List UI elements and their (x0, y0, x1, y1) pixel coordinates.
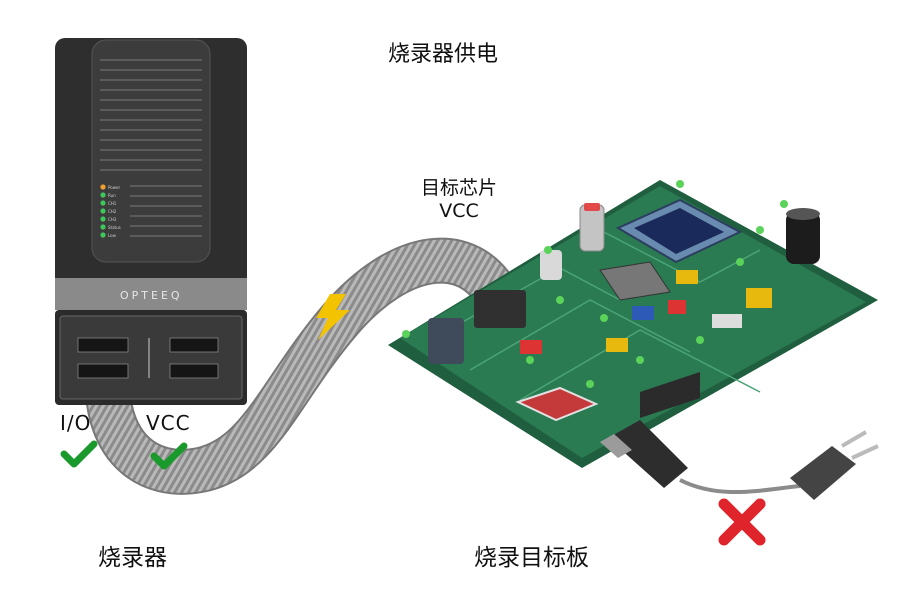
led-label-ch2: CH2 (108, 209, 117, 214)
led-label-low: Low (108, 233, 117, 238)
led-label-power: Power (108, 185, 120, 190)
power-cross-icon (718, 498, 766, 546)
led-label-ch3: CH3 (108, 217, 117, 222)
ribbon-cable (84, 237, 523, 495)
vcc-check-icon (150, 442, 188, 470)
target-board-caption: 烧录目标板 (474, 545, 589, 571)
programmer-device: Power Run CH1 CH2 CH3 Status Low OPTEEQ (55, 38, 247, 405)
programmer-power-label: 烧录器供电 (388, 42, 499, 67)
io-label: I/O (60, 411, 92, 435)
brand-logo: OPTEEQ (120, 289, 183, 302)
status-leds (100, 184, 106, 238)
target-board (388, 180, 878, 468)
target-chip-vcc-label: 目标芯片 VCC (404, 177, 514, 223)
target-vcc-label: VCC (439, 200, 479, 222)
led-label-ch1: CH1 (108, 201, 117, 206)
vcc-label: VCC (146, 411, 191, 435)
lightning-icon (316, 294, 350, 340)
led-label-status: Status (108, 225, 121, 230)
programmer-caption: 烧录器 (98, 545, 167, 571)
power-cable (600, 420, 879, 500)
led-label-run: Run (108, 193, 116, 198)
io-check-icon (60, 440, 98, 468)
target-chip-label: 目标芯片 (420, 177, 497, 199)
